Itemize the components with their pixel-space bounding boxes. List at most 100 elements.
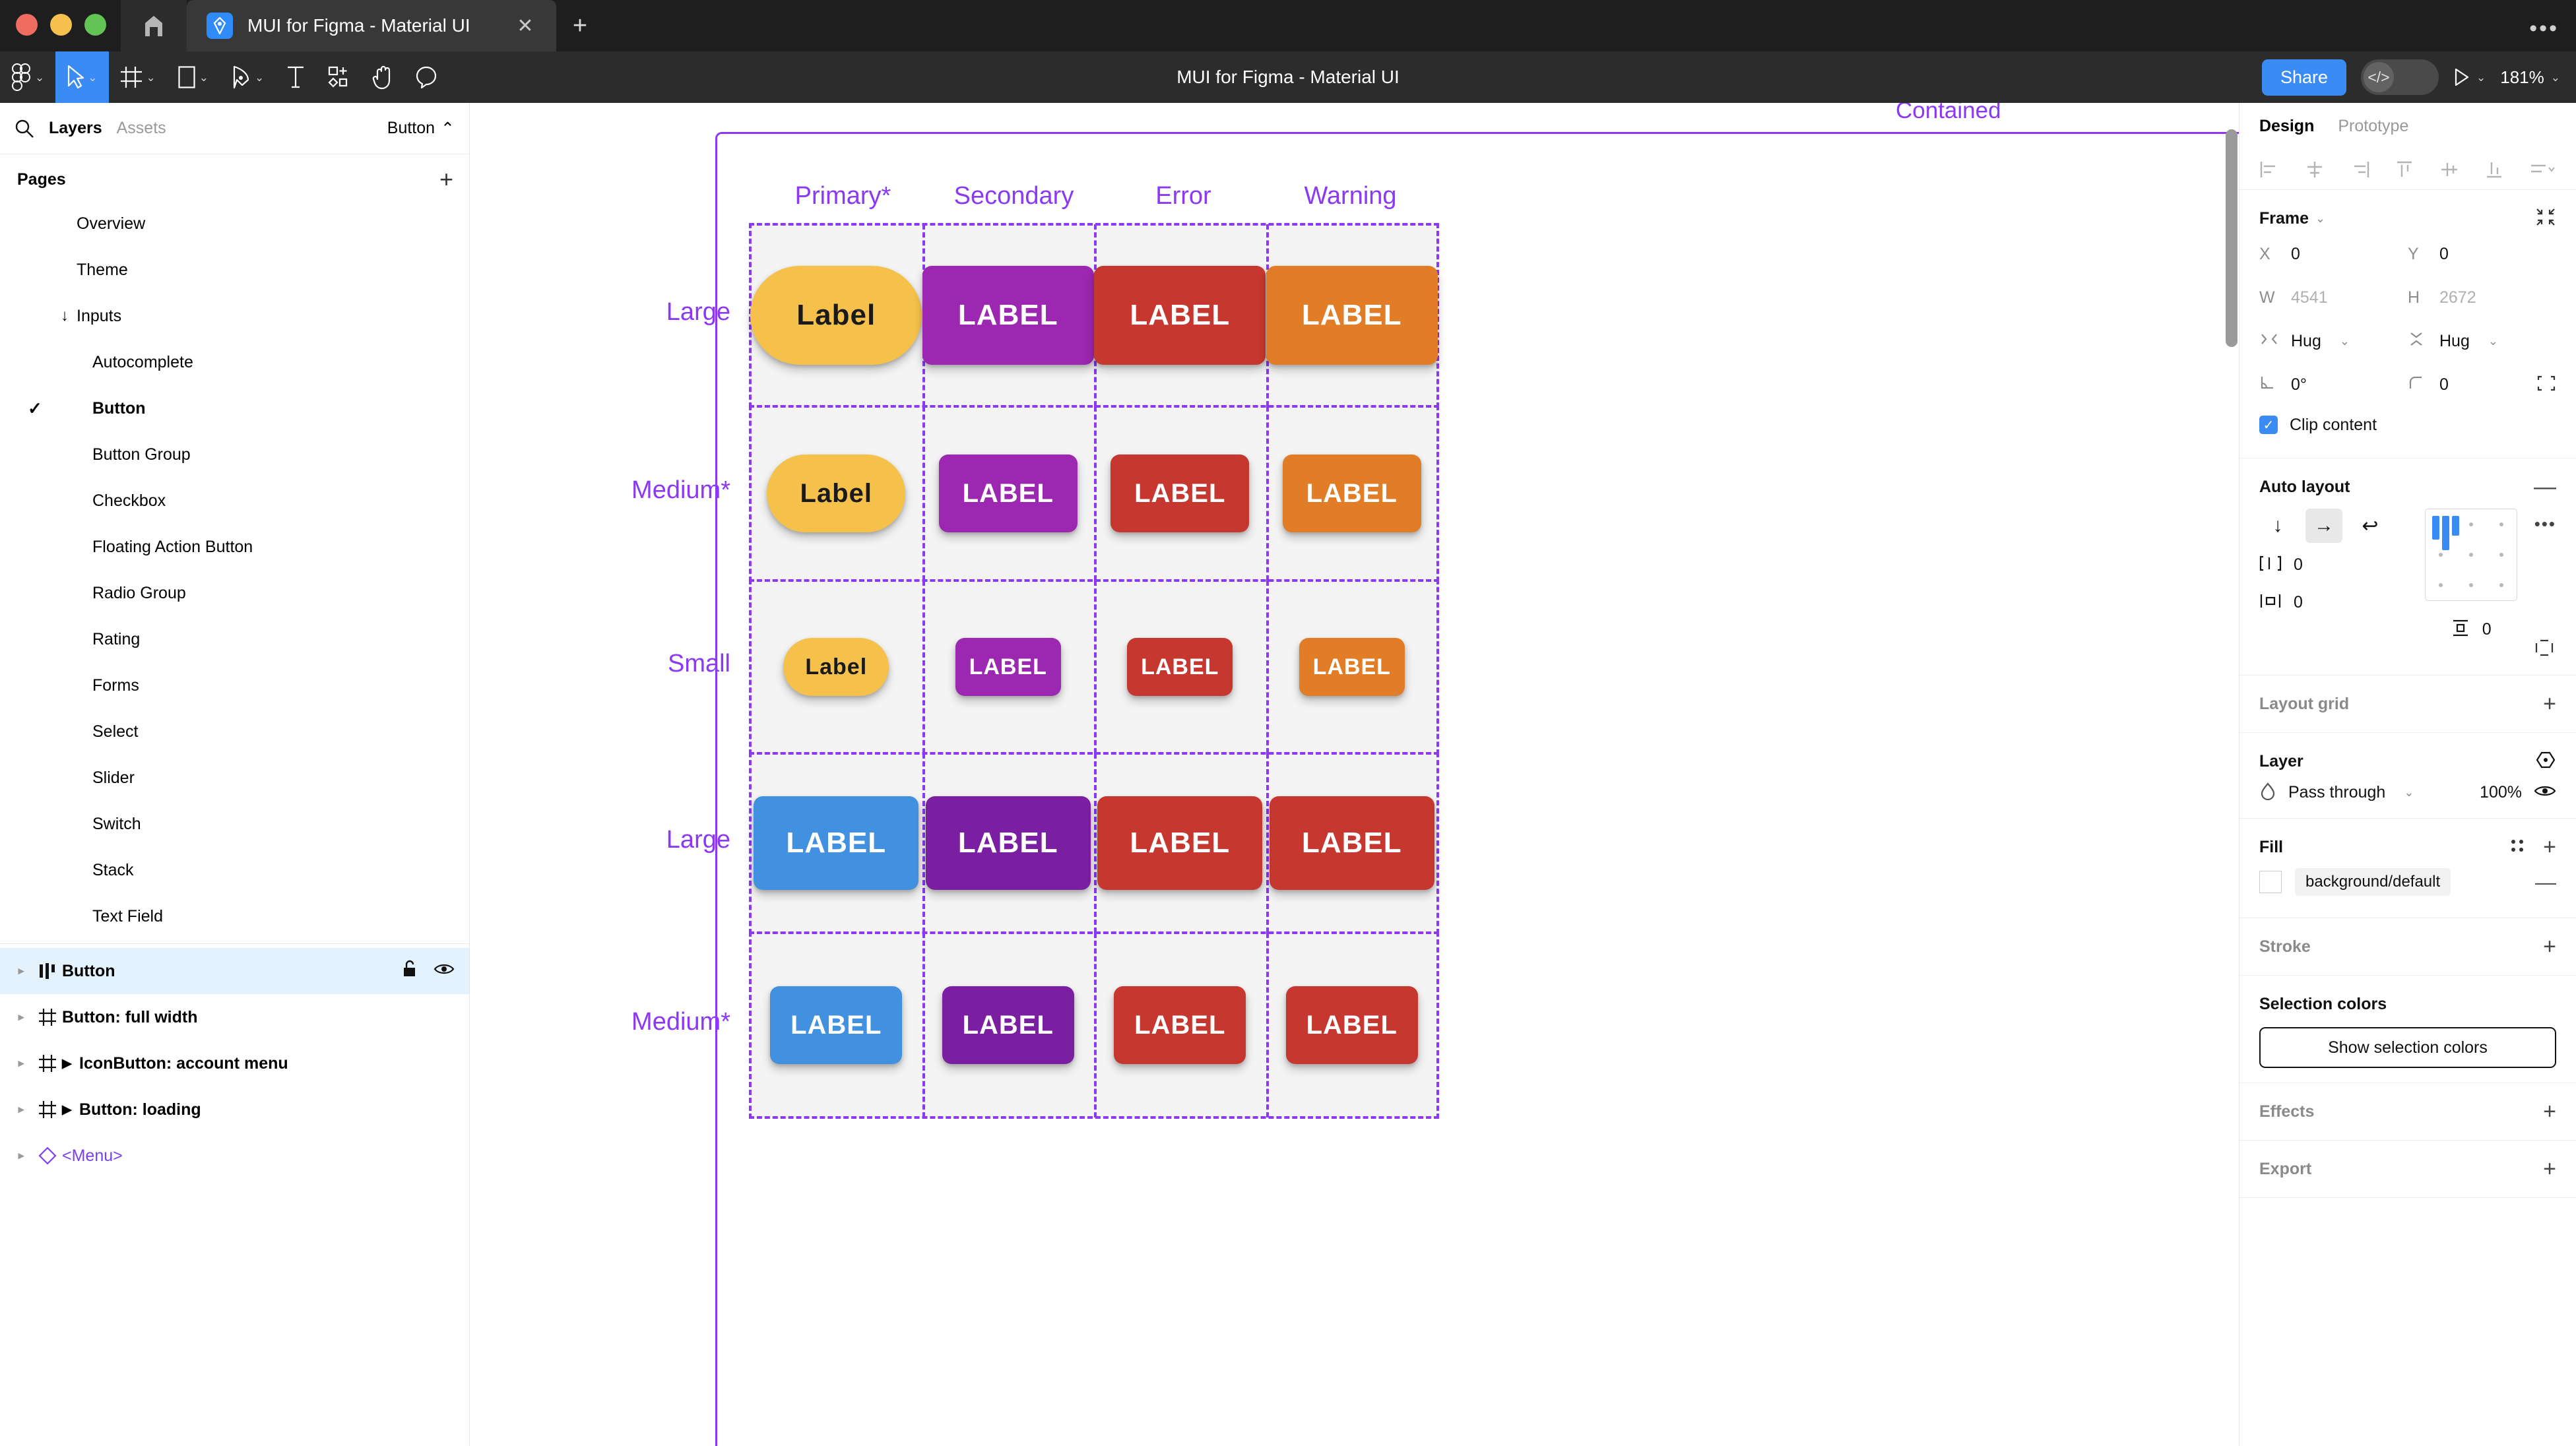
auto-layout-gap-field[interactable]: 0 (2259, 555, 2408, 575)
page-item-floating-action-button[interactable]: Floating Action Button (0, 524, 469, 570)
frame-name-label[interactable]: Contained (1896, 103, 2001, 123)
independent-corners-icon[interactable] (2536, 374, 2556, 396)
page-item-select[interactable]: Select (0, 708, 469, 755)
home-tab-button[interactable] (121, 0, 187, 51)
resources-tool-icon-button[interactable] (316, 51, 361, 103)
close-window-button[interactable] (16, 14, 38, 36)
layer-expand-triangle-icon[interactable]: ▶ (62, 1102, 72, 1117)
layer-row[interactable]: ▸Button (0, 948, 469, 994)
matrix-button[interactable]: LABEL (1282, 455, 1421, 532)
matrix-button[interactable]: LABEL (1111, 455, 1250, 532)
remove-fill-button[interactable]: — (2535, 869, 2556, 894)
add-fill-button[interactable]: + (2543, 834, 2556, 860)
page-item-checkbox[interactable]: Checkbox (0, 478, 469, 524)
matrix-button[interactable]: Label (750, 266, 922, 365)
fill-style-token[interactable]: background/default (2295, 868, 2451, 896)
browser-tab[interactable]: MUI for Figma - Material UI ✕ (187, 0, 556, 51)
matrix-button[interactable]: LABEL (1127, 638, 1233, 696)
zoom-control[interactable]: 181% ⌄ (2500, 67, 2560, 88)
page-item-inputs[interactable]: ↓Inputs (0, 293, 469, 339)
auto-layout-padding-h-field[interactable]: 0 (2259, 592, 2408, 613)
matrix-button[interactable]: Label (767, 455, 906, 532)
tab-prototype[interactable]: Prototype (2338, 116, 2409, 135)
matrix-button[interactable]: LABEL (770, 986, 903, 1064)
page-item-overview[interactable]: Overview (0, 201, 469, 247)
matrix-button[interactable]: LABEL (938, 455, 1078, 532)
present-button[interactable]: ⌄ (2453, 67, 2486, 87)
fill-color-swatch[interactable] (2259, 871, 2282, 893)
page-item-theme[interactable]: Theme (0, 247, 469, 293)
matrix-button[interactable]: LABEL (942, 986, 1074, 1064)
matrix-button[interactable]: LABEL (1285, 986, 1418, 1064)
chevron-down-icon[interactable]: ⌄ (2315, 211, 2326, 225)
matrix-button[interactable]: LABEL (754, 796, 919, 890)
layer-expand-triangle-icon[interactable]: ▶ (62, 1056, 72, 1071)
matrix-button[interactable]: Label (783, 638, 889, 696)
page-selector[interactable]: Button ⌃ (387, 119, 455, 139)
expand-layer-caret-icon[interactable]: ▸ (18, 1149, 24, 1162)
layout-direction-horizontal-button[interactable]: → (2305, 509, 2342, 543)
new-tab-button[interactable]: + (572, 11, 588, 40)
expand-layer-caret-icon[interactable]: ▸ (18, 1103, 24, 1116)
canvas-vertical-scrollbar[interactable] (2226, 129, 2238, 347)
matrix-button[interactable]: LABEL (1094, 266, 1266, 365)
layer-row[interactable]: ▸▶IconButton: account menu (0, 1040, 469, 1086)
remove-auto-layout-button[interactable]: — (2534, 474, 2556, 499)
distribute-menu-icon[interactable] (2528, 160, 2556, 179)
search-icon[interactable] (15, 119, 34, 139)
comment-tool-icon-button[interactable] (404, 51, 448, 103)
unlock-icon[interactable] (402, 960, 419, 983)
matrix-button[interactable]: LABEL (925, 796, 1091, 890)
page-item-radio-group[interactable]: Radio Group (0, 570, 469, 616)
layout-direction-wrap-button[interactable]: ↩ (2362, 515, 2379, 537)
expand-layer-caret-icon[interactable]: ▸ (18, 1011, 24, 1023)
align-vertical-center-icon[interactable] (2439, 160, 2460, 179)
shape-tool-icon-button[interactable]: ⌄ (167, 51, 220, 103)
add-layout-grid-button[interactable]: + (2543, 691, 2556, 716)
expand-layer-caret-icon[interactable]: ▸ (18, 1057, 24, 1069)
auto-layout-padding-v-field[interactable]: 0 (2425, 618, 2517, 641)
pen-tool-icon-button[interactable]: ⌄ (220, 51, 275, 103)
add-stroke-button[interactable]: + (2543, 934, 2556, 959)
matrix-button[interactable]: LABEL (955, 638, 1061, 696)
frame-height-field[interactable]: H 2672 (2408, 288, 2556, 307)
page-item-rating[interactable]: Rating (0, 616, 469, 662)
layer-row[interactable]: ▸<Menu> (0, 1133, 469, 1179)
figma-menu-icon-button[interactable]: ⌄ (0, 51, 55, 103)
maximize-window-button[interactable] (84, 14, 106, 36)
add-page-button[interactable]: + (439, 166, 453, 193)
layer-opacity-value[interactable]: 100% (2480, 783, 2522, 802)
expand-layer-caret-icon[interactable]: ▸ (18, 964, 24, 977)
align-bottom-icon[interactable] (2484, 160, 2505, 179)
show-selection-colors-button[interactable]: Show selection colors (2259, 1027, 2556, 1068)
clip-content-row[interactable]: ✓ Clip content (2259, 406, 2556, 443)
add-export-button[interactable]: + (2543, 1156, 2556, 1181)
visibility-eye-icon[interactable] (434, 961, 455, 982)
frame-hug-width-select[interactable]: Hug ⌄ (2259, 332, 2408, 351)
frame-rotation-field[interactable]: 0° (2259, 375, 2408, 395)
page-item-button[interactable]: ✓Button (0, 385, 469, 431)
move-tool-icon-button[interactable]: ⌄ (55, 51, 109, 103)
frame-width-field[interactable]: W 4541 (2259, 288, 2408, 307)
layer-row[interactable]: ▸Button: full width (0, 994, 469, 1040)
text-tool-icon-button[interactable] (275, 51, 316, 103)
layer-row[interactable]: ▸▶Button: loading (0, 1086, 469, 1133)
blend-mode-value[interactable]: Pass through (2288, 783, 2386, 802)
share-button[interactable]: Share (2261, 59, 2346, 96)
page-item-autocomplete[interactable]: Autocomplete (0, 339, 469, 385)
layout-direction-vertical-button[interactable]: ↓ (2272, 515, 2283, 536)
align-right-icon[interactable] (2349, 160, 2370, 179)
page-item-slider[interactable]: Slider (0, 755, 469, 801)
individual-padding-icon[interactable] (2534, 639, 2556, 660)
auto-layout-alignment-pad[interactable] (2424, 509, 2517, 601)
align-left-icon[interactable] (2259, 160, 2280, 179)
collapse-frame-icon[interactable] (2535, 207, 2556, 230)
minimize-window-button[interactable] (50, 14, 72, 36)
frame-hug-height-select[interactable]: Hug ⌄ (2408, 330, 2556, 352)
dev-mode-toggle[interactable]: </> (2361, 59, 2439, 95)
frame-corner-radius-field[interactable]: 0 (2408, 374, 2556, 396)
matrix-button[interactable]: LABEL (1266, 266, 1438, 365)
page-item-stack[interactable]: Stack (0, 847, 469, 893)
align-horizontal-center-icon[interactable] (2304, 160, 2325, 179)
auto-layout-more-options-button[interactable]: ••• (2534, 514, 2556, 534)
